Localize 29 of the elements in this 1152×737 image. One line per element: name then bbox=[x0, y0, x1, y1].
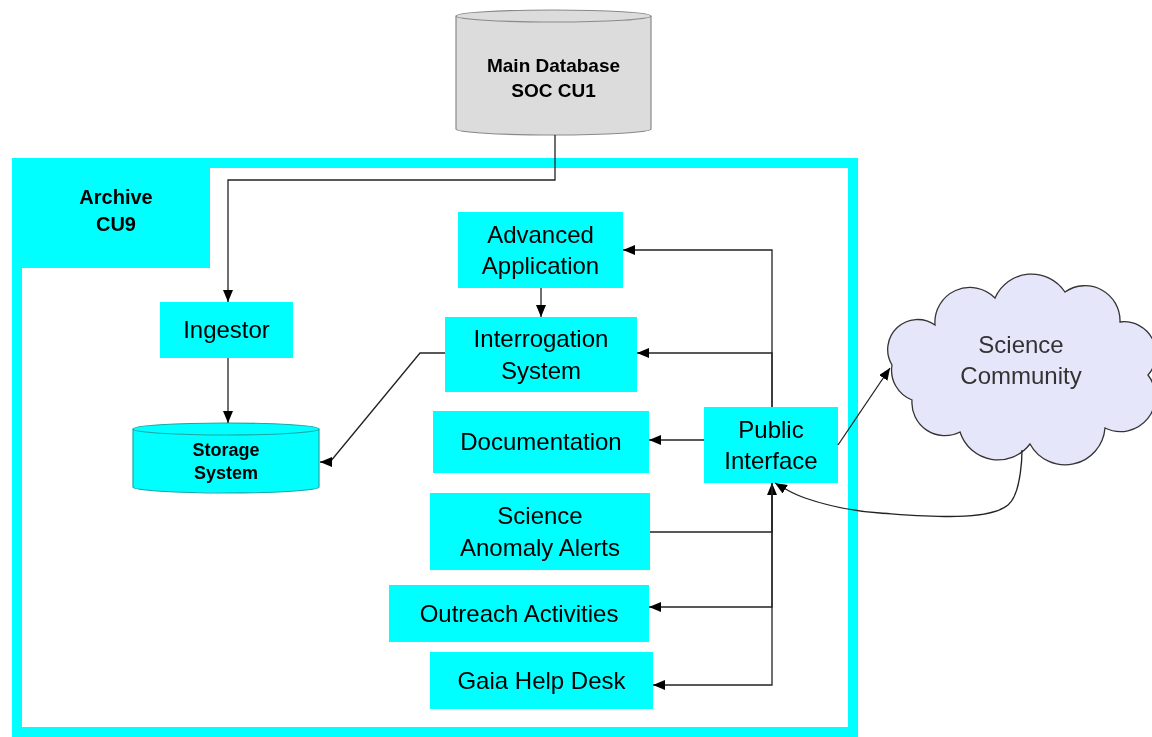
container-title: Archive CU9 bbox=[78, 185, 154, 237]
arrow bbox=[652, 482, 773, 690]
node-label: Public Interface bbox=[723, 414, 819, 476]
process-box bbox=[430, 652, 653, 709]
process-box bbox=[445, 317, 637, 392]
arrow bbox=[223, 357, 233, 424]
arrow bbox=[648, 435, 705, 445]
node-label: Documentation bbox=[460, 427, 622, 458]
arrow bbox=[536, 287, 546, 318]
node-label: Outreach Activities bbox=[419, 598, 619, 629]
process-box bbox=[389, 585, 649, 642]
node-label: Interrogation System bbox=[472, 324, 610, 386]
arrow bbox=[774, 449, 1023, 518]
node-label: Science Community bbox=[959, 329, 1083, 391]
node-label: Gaia Help Desk bbox=[457, 665, 626, 696]
node-label: Storage System bbox=[191, 438, 261, 485]
node-label: Main Database SOC CU1 bbox=[485, 53, 621, 103]
process-box bbox=[704, 407, 838, 483]
arrow bbox=[636, 348, 773, 408]
process-box bbox=[458, 212, 623, 288]
node-label: Science Anomaly Alerts bbox=[458, 501, 622, 563]
arrow bbox=[319, 352, 446, 467]
node-label: Ingestor bbox=[183, 315, 270, 346]
process-box bbox=[433, 411, 649, 473]
process-box bbox=[160, 302, 293, 358]
process-box bbox=[430, 493, 650, 570]
arrow bbox=[223, 134, 556, 303]
archive-frame bbox=[12, 158, 858, 737]
node-label: Advanced Application bbox=[480, 219, 601, 281]
